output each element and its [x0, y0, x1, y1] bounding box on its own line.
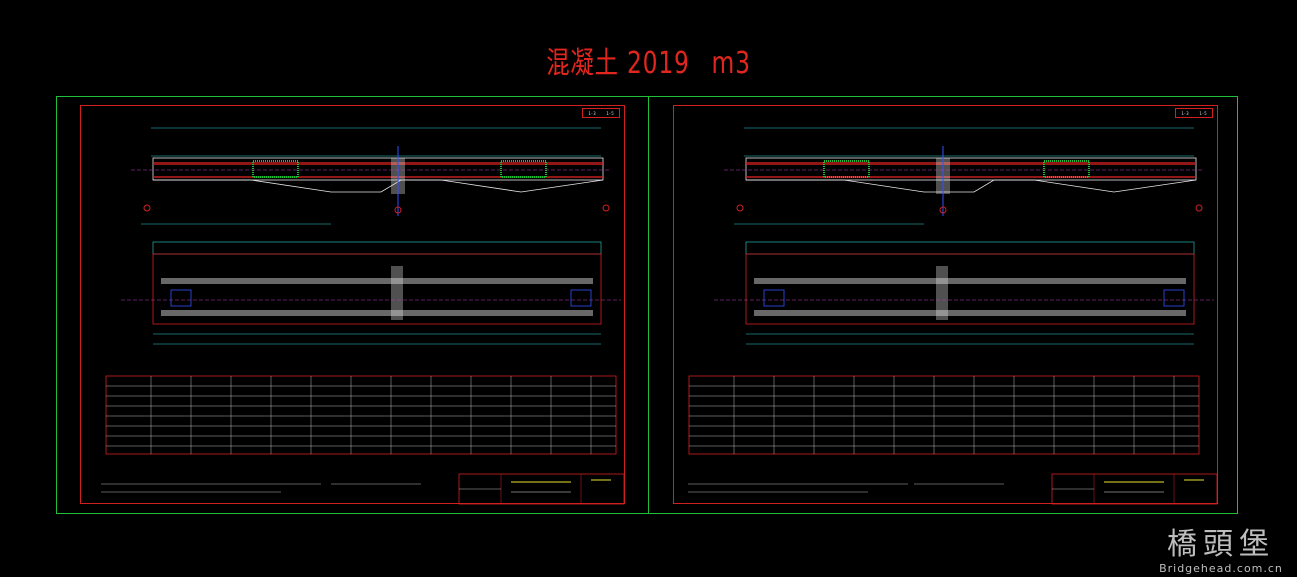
frame-divider [648, 96, 649, 514]
drawing-title: 混凝土 2019 m3 [143, 38, 1155, 82]
drawing-sheet-left[interactable]: 1-3 1-5 [80, 105, 625, 505]
sheet-drawing [688, 127, 1218, 505]
title-unit: m3 [711, 46, 751, 81]
quantity-table [688, 375, 1200, 455]
sheet-number: 1-3 1-5 [1175, 108, 1213, 118]
sheet-number-b: 1-5 [606, 110, 614, 116]
sheet-number: 1-3 1-5 [582, 108, 620, 118]
notes-area [688, 483, 1004, 493]
elevation-view [724, 127, 1204, 225]
watermark-url: Bridgehead.com.cn [1159, 562, 1283, 575]
sheet-number-b: 1-5 [1199, 110, 1207, 116]
watermark-logo: 橋頭堡 [1167, 527, 1275, 562]
outer-frame [56, 96, 1238, 514]
title-block [458, 473, 625, 505]
plan-view [714, 241, 1214, 345]
quantity-table [105, 375, 617, 455]
watermark: 橋頭堡 Bridgehead.com.cn [1155, 527, 1287, 576]
title-block [1051, 473, 1218, 505]
sheet-number-a: 1-3 [588, 110, 596, 116]
drawing-sheet-right[interactable]: 1-3 1-5 [673, 105, 1218, 505]
plan-view [121, 241, 621, 345]
title-value: 2019 [627, 46, 690, 81]
notes-area [101, 483, 421, 493]
sheet-drawing [101, 127, 625, 505]
sheet-number-a: 1-3 [1181, 110, 1189, 116]
elevation-view [131, 127, 611, 225]
title-word: 混凝土 [546, 46, 619, 81]
